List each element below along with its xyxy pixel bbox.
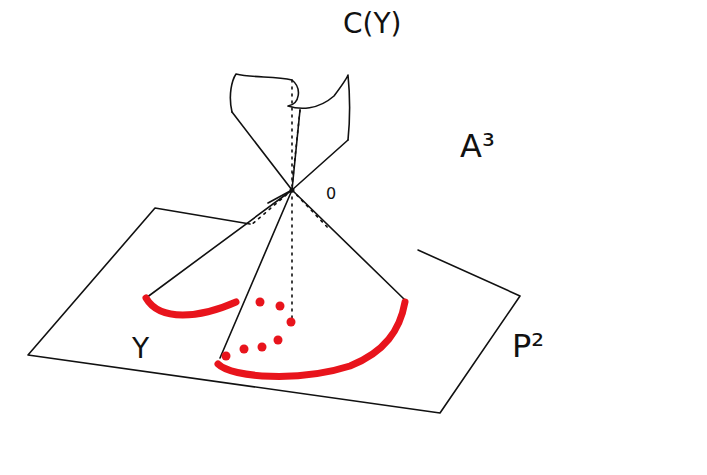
cone-upper-rulings — [232, 110, 348, 203]
cone-lower-right-ruling — [292, 190, 405, 300]
space-label: A³ — [460, 130, 495, 162]
projective-plane — [28, 208, 520, 413]
cone-upper-sheet — [230, 74, 349, 140]
plane-label: P² — [512, 330, 544, 362]
cone-upper-hidden — [292, 80, 300, 186]
cone-hidden-ruling — [250, 190, 330, 318]
curve-y — [146, 298, 236, 315]
cone-label: C(Y) — [343, 10, 402, 38]
cone-lower-left-ruling — [146, 190, 292, 298]
cone-vertex — [290, 188, 295, 193]
curve-y — [218, 302, 405, 376]
cone-lower-front-ruling — [220, 190, 292, 358]
vertex-label: 0 — [326, 186, 336, 202]
curve-label: Y — [132, 335, 149, 363]
curve-y-hidden — [222, 298, 296, 361]
